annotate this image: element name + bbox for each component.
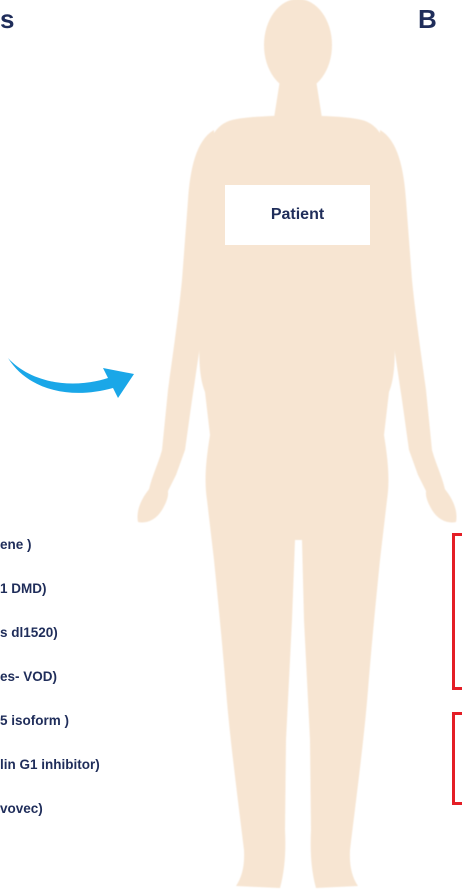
list-item: ene ) <box>0 538 32 552</box>
list-item: s dl1520) <box>0 626 58 640</box>
list-item: 5 isoform ) <box>0 714 69 728</box>
red-bracket-top <box>452 533 462 690</box>
patient-label: Patient <box>271 206 324 224</box>
list-item: es- VOD) <box>0 670 57 684</box>
list-item: lin G1 inhibitor) <box>0 758 100 772</box>
list-item: 1 DMD) <box>0 582 47 596</box>
patient-label-box: Patient <box>225 185 370 245</box>
red-bracket-bottom <box>452 712 462 805</box>
curved-arrow-icon <box>0 350 140 400</box>
list-item: vovec) <box>0 802 43 816</box>
